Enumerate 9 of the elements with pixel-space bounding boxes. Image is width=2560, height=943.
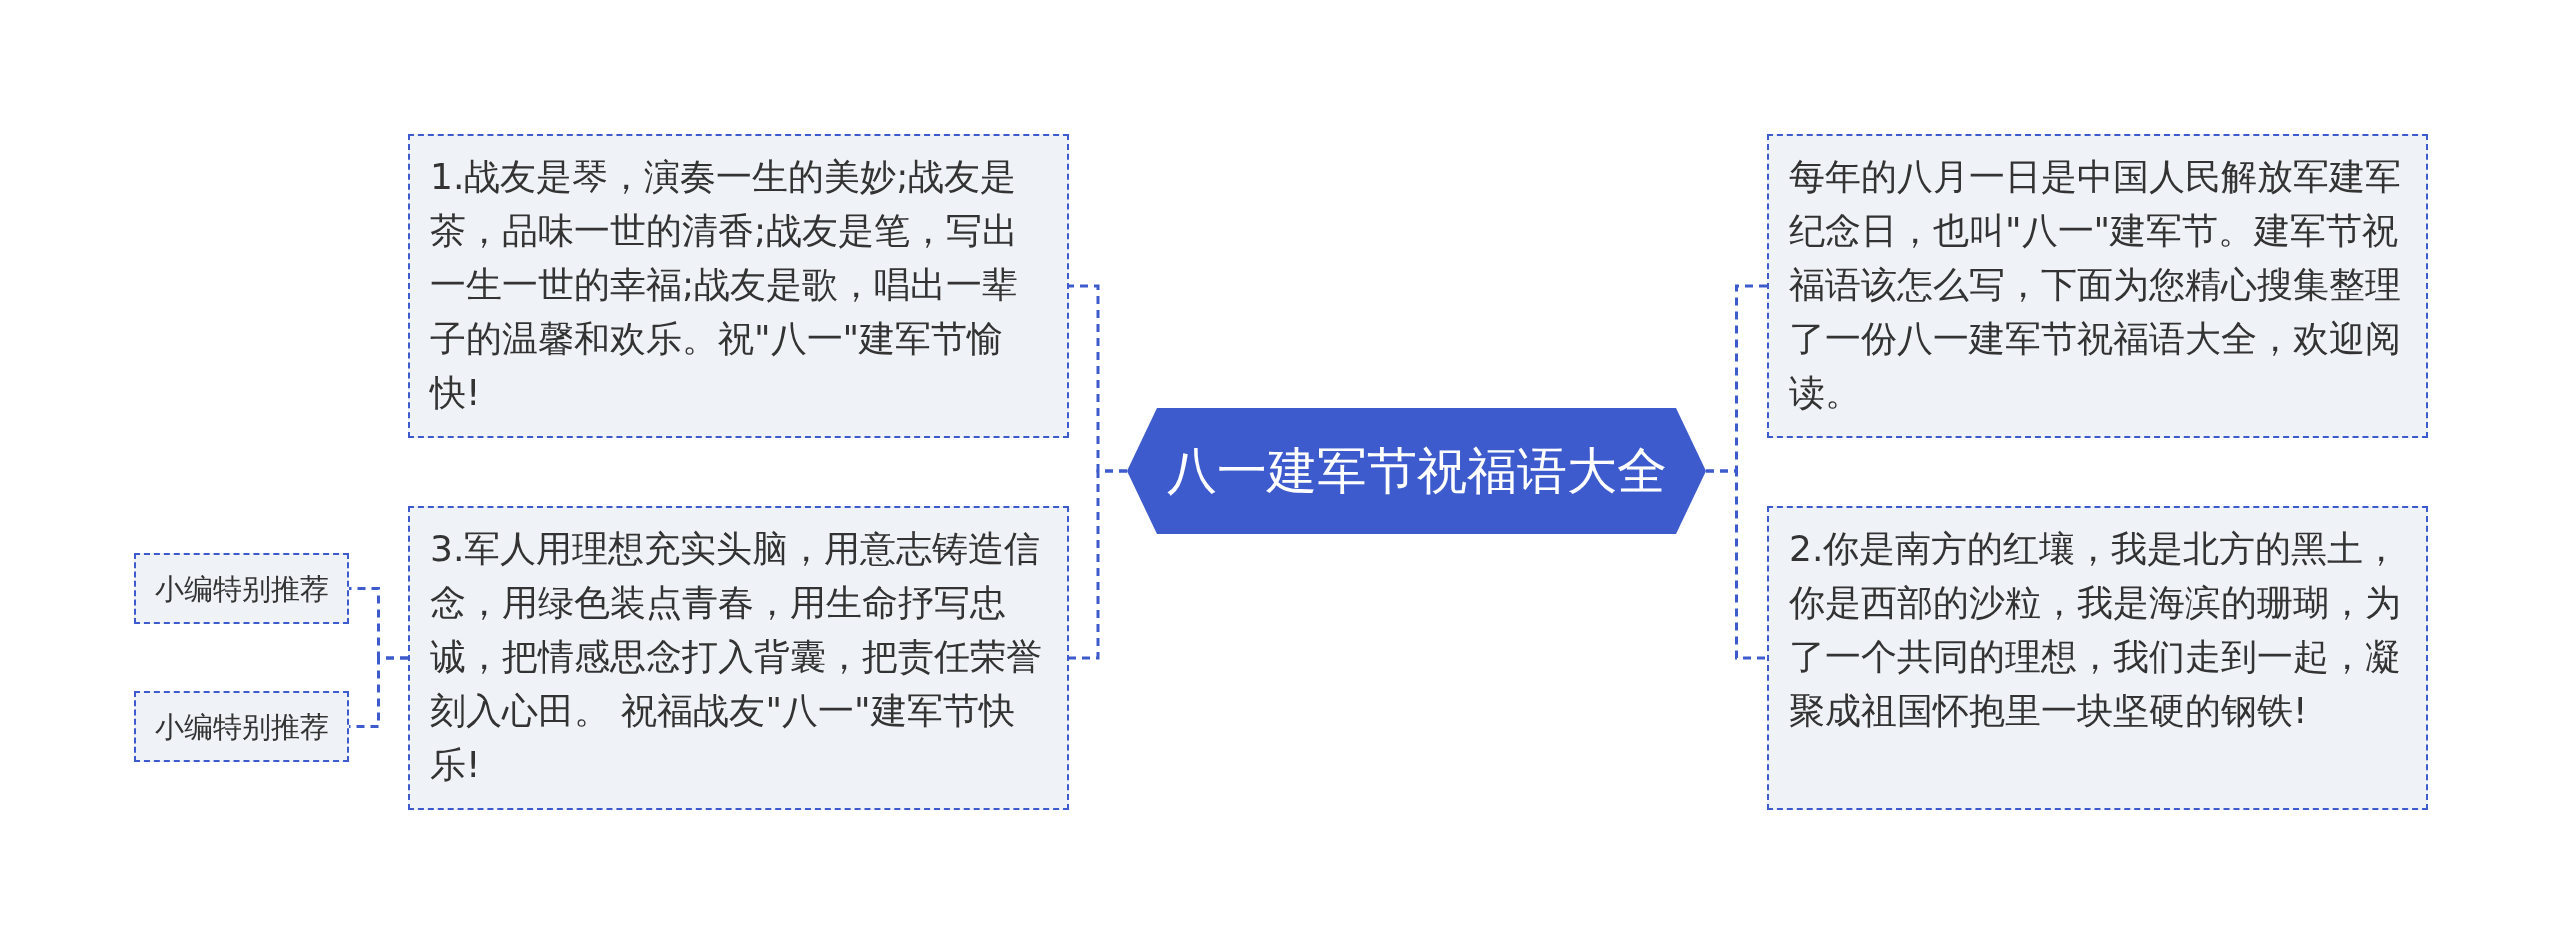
note-box: 小编特别推荐 — [134, 553, 349, 624]
connector-line — [1069, 469, 1127, 660]
topic-banner: 八一建军节祝福语大全 — [1127, 408, 1706, 534]
text-box: 每年的八月一日是中国人民解放军建军纪念日，也叫"八一"建军节。建军节祝福语该怎么写，下面为您精心搜集整理了一份八一建军节祝福语大全，欢迎阅读。 — [1767, 134, 2428, 438]
connector-line — [1706, 469, 1767, 660]
text-box: 3.军人用理想充实头脑，用意志铸造信念，用绿色装点青春，用生命抒写忠诚，把情感思念打入背囊，把责任荣誉刻入心田。 祝福战友"八一"建军节快乐! — [408, 506, 1069, 810]
note-box: 小编特别推荐 — [134, 691, 349, 762]
text-box: 1.战友是琴，演奏一生的美妙;战友是茶，品味一世的清香;战友是笔，写出一生一世的幸福;战友是歌，唱出一辈子的温馨和欢乐。祝"八一"建军节愉快! — [408, 134, 1069, 438]
text-box: 2.你是南方的红壤，我是北方的黑土，你是西部的沙粒，我是海滨的珊瑚，为了一个共同的理想，我们走到一起，凝聚成祖国怀抱里一块坚硬的钢铁! — [1767, 506, 2428, 810]
